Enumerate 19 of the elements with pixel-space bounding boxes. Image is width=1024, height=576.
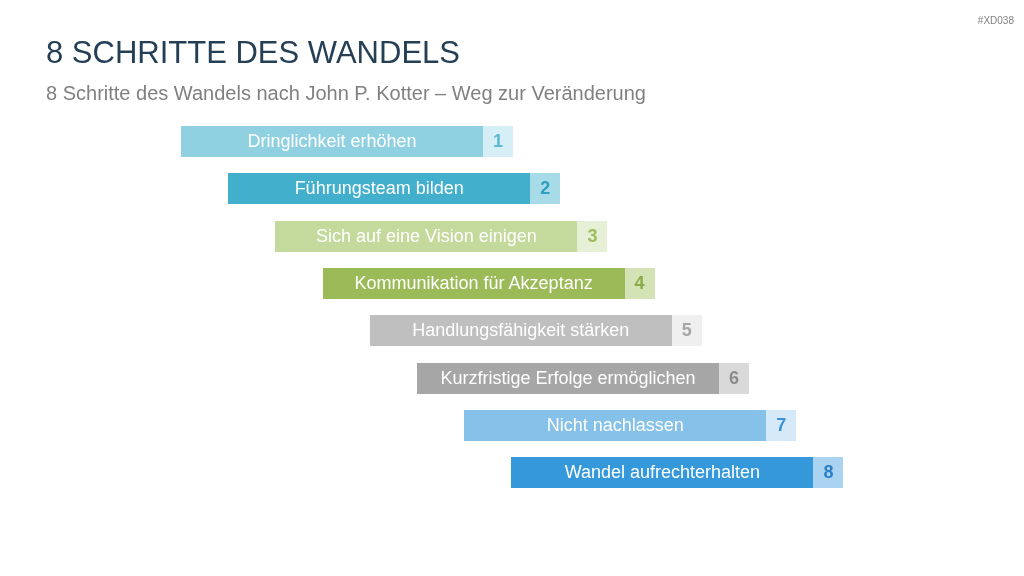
subtitle: 8 Schritte des Wandels nach John P. Kotter – Weg zur Veränderung (46, 81, 646, 106)
slide-code: #XD038 (977, 14, 1014, 28)
step-number-tab: 7 (766, 409, 797, 441)
step-number-tab: 5 (671, 315, 702, 347)
step-bar: Wandel aufrechterhalten (511, 457, 814, 489)
step-number-tab: 4 (624, 267, 655, 299)
step-bar: Kommunikation für Akzeptanz (322, 267, 625, 299)
step-number-tab: 1 (483, 126, 513, 157)
step-number-tab: 6 (719, 362, 749, 394)
step-bar: Handlungsfähigkeit stärken (369, 315, 672, 347)
title: 8 SCHRITTE DES WANDELS (46, 34, 460, 72)
step-number-tab: 3 (577, 220, 608, 252)
step-bar: Kurzfristige Erfolge ermöglichen (417, 362, 719, 394)
step-number-tab: 2 (530, 173, 561, 205)
step-bar: Nicht nachlassen (464, 409, 767, 441)
step-bar: Dringlichkeit erhöhen (181, 126, 483, 157)
step-bar: Führungsteam bilden (228, 173, 531, 205)
step-bar: Sich auf eine Vision einigen (275, 220, 578, 252)
step-number-tab: 8 (813, 457, 844, 489)
